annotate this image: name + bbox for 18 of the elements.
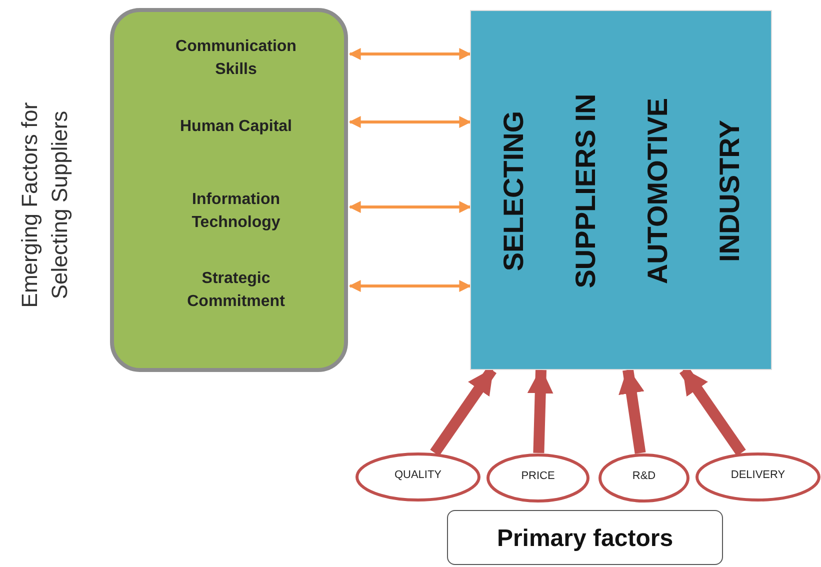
double-arrow: [348, 116, 472, 128]
box-title: SELECTING SUPPLIERS IN AUTOMOTIVE INDUSTRY: [497, 92, 746, 290]
side-label: Emerging Factors for Selecting Suppliers: [16, 101, 73, 310]
factor-label: DELIVERY: [730, 469, 786, 481]
factor-label: PRICE: [520, 470, 556, 482]
label-box: [447, 510, 723, 565]
double-arrow: [348, 48, 472, 60]
factor-label: R&D: [631, 470, 657, 482]
box-label: Primary factors: [496, 525, 674, 553]
process-box: [470, 10, 772, 370]
factor-label: Information Technology: [190, 190, 282, 233]
factor-label: Human Capital: [178, 116, 293, 136]
rounded-panel: [110, 8, 348, 372]
double-arrow: [348, 201, 472, 213]
factor-label: Strategic Commitment: [186, 269, 286, 312]
factor-label: Communication Skills: [174, 37, 298, 80]
factor-label: QUALITY: [393, 469, 443, 481]
double-arrow: [348, 280, 472, 292]
